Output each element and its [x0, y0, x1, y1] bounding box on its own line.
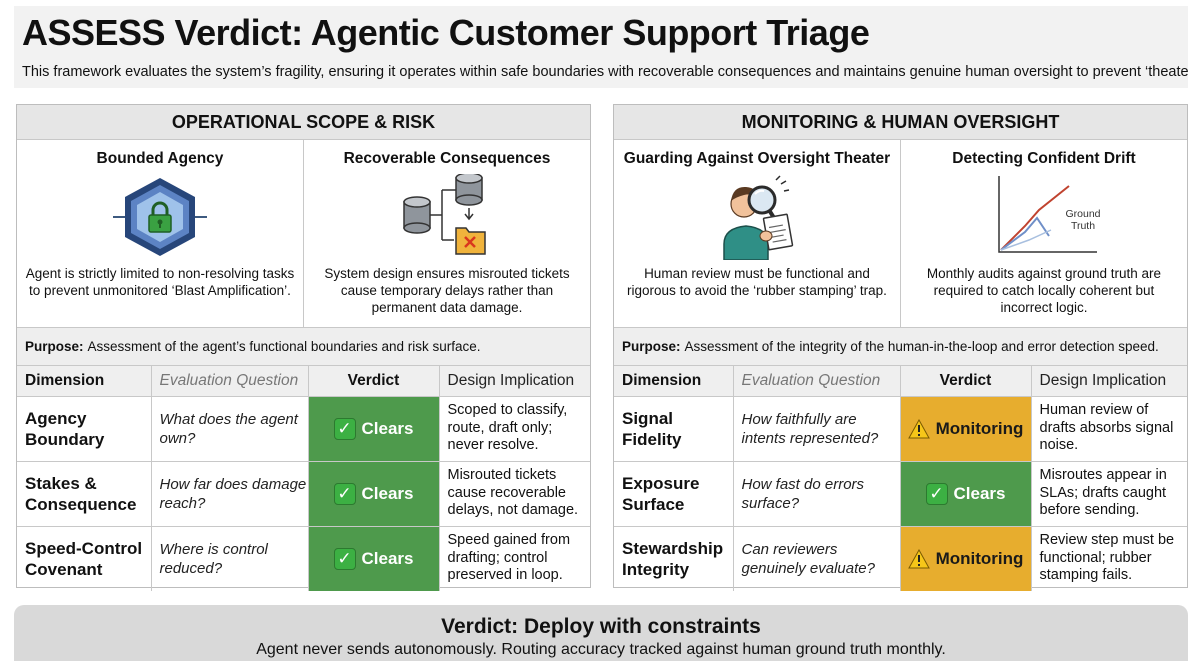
implication-cell: Human review of drafts absorbs signal no…: [1031, 396, 1187, 462]
dimension-cell: Stewardship Integrity: [614, 526, 734, 591]
database-routing-icon: [403, 174, 486, 255]
table-row: Exposure Surface How fast do errors surf…: [614, 461, 1187, 527]
card-recoverable-consequences: Recoverable Consequences System design e…: [303, 140, 590, 327]
question-cell: What does the agent own?: [151, 396, 309, 462]
table-header-row: Dimension Evaluation Question Verdict De…: [17, 366, 590, 397]
drift-chart-icon: [998, 176, 1097, 253]
card-title: Detecting Confident Drift: [952, 150, 1136, 167]
table-row: Signal Fidelity How faithfully are inten…: [614, 396, 1187, 462]
verdict-label: Clears: [361, 483, 414, 503]
dimension-cell: Stakes & Consequence: [17, 461, 152, 527]
card-description: Human review must be functional and rigo…: [627, 266, 887, 298]
table-row: Stakes & Consequence How far does damage…: [17, 461, 590, 527]
page-header: ASSESS Verdict: Agentic Customer Support…: [14, 6, 1188, 88]
table-row: Agency Boundary What does the agent own?…: [17, 396, 590, 462]
verdict-badge-clears: ✓ Clears: [900, 461, 1031, 526]
verdict-cell: Monitoring: [900, 396, 1032, 462]
verdict-label: Clears: [361, 548, 414, 568]
implication-cell: Misroutes appear in SLAs; drafts caught …: [1031, 461, 1187, 527]
warning-icon: [907, 548, 930, 568]
column-header-verdict: Verdict: [308, 366, 440, 397]
verdict-cell: ✓ Clears: [308, 396, 440, 462]
verdict-cell: ✓ Clears: [900, 461, 1032, 527]
panel-title: OPERATIONAL SCOPE & RISK: [17, 105, 590, 140]
footer-text: Agent never sends autonomously. Routing …: [256, 641, 946, 658]
dimension-cell: Exposure Surface: [614, 461, 734, 527]
check-icon: ✓: [333, 547, 356, 570]
check-icon: ✓: [333, 482, 356, 505]
verdict-cell: ✓ Clears: [308, 526, 440, 591]
magnifier-reviewer-icon: [723, 175, 794, 260]
purpose-note: Purpose: Assessment of the agent’s funct…: [17, 328, 590, 366]
verdict-label: Clears: [953, 483, 1006, 503]
ground-truth-label: Ground Truth: [1065, 208, 1101, 232]
card-title: Bounded Agency: [96, 150, 224, 167]
assessment-table: Dimension Evaluation Question Verdict De…: [17, 366, 590, 591]
verdict-label: Monitoring: [935, 548, 1024, 568]
verdict-badge-monitoring: Monitoring: [900, 396, 1031, 461]
verdict-cell: ✓ Clears: [308, 461, 440, 527]
implication-cell: Review step must be functional; rubber s…: [1039, 532, 1175, 584]
verdict-badge-clears: ✓ Clears: [308, 461, 439, 526]
check-icon: ✓: [925, 482, 948, 505]
verdict-badge-monitoring: Monitoring: [900, 526, 1031, 591]
question-cell: Where is control reduced?: [151, 526, 309, 591]
concept-cards: Guarding Against Oversight Theater Human…: [614, 140, 1187, 328]
card-description: Agent is strictly limited to non-resolvi…: [25, 266, 295, 298]
dimension-cell: Agency Boundary: [17, 396, 152, 462]
panel-title: MONITORING & HUMAN OVERSIGHT: [614, 105, 1187, 140]
column-header-dimension: Dimension: [614, 366, 734, 397]
verdict-label: Monitoring: [935, 418, 1024, 438]
verdict-badge-clears: ✓ Clears: [308, 526, 439, 591]
purpose-note: Purpose: Assessment of the integrity of …: [614, 328, 1187, 366]
column-header-implication: Design Implication: [439, 366, 590, 397]
column-header-question: Evaluation Question: [151, 366, 309, 397]
column-header-dimension: Dimension: [17, 366, 152, 397]
footer-title: Verdict: Deploy with constraints: [441, 615, 761, 638]
table-row: Stewardship Integrity Can reviewers genu…: [614, 526, 1187, 591]
purpose-label: Purpose:: [622, 339, 681, 354]
question-cell: How far does damage reach?: [151, 461, 309, 527]
page-subtitle: This framework evaluates the system’s fr…: [22, 64, 1188, 80]
purpose-text: Assessment of the agent’s functional bou…: [87, 339, 481, 354]
card-oversight-theater: Guarding Against Oversight Theater Human…: [614, 140, 900, 327]
card-title: Recoverable Consequences: [343, 150, 551, 167]
implication-cell: Misrouted tickets cause recoverable dela…: [439, 461, 590, 527]
verdict-cell: Monitoring: [900, 526, 1032, 591]
column-header-question: Evaluation Question: [733, 366, 901, 397]
column-header-implication: Design Implication: [1031, 366, 1187, 397]
verdict-badge-clears: ✓ Clears: [308, 396, 439, 461]
operational-scope-panel: OPERATIONAL SCOPE & RISK Bounded Agency …: [16, 104, 591, 591]
verdict-label: Clears: [361, 418, 414, 438]
question-cell: Can reviewers genuinely evaluate?: [733, 526, 901, 591]
monitoring-oversight-panel: MONITORING & HUMAN OVERSIGHT Guarding Ag…: [613, 104, 1188, 591]
question-cell: How faithfully are intents represented?: [733, 396, 901, 462]
concept-cards: Bounded Agency Agent is strictly limited…: [17, 140, 590, 328]
dimension-cell: Speed-Control Covenant: [17, 526, 152, 591]
card-description: Monthly audits against ground truth are …: [926, 266, 1162, 315]
verdict-footer: Verdict: Deploy with constraints Agent n…: [14, 605, 1188, 661]
implication-cell: Speed gained from drafting; control pres…: [447, 532, 571, 584]
question-cell: How fast do errors surface?: [733, 461, 901, 527]
card-bounded-agency: Bounded Agency Agent is strictly limited…: [17, 140, 303, 327]
purpose-text: Assessment of the integrity of the human…: [684, 339, 1159, 354]
card-title: Guarding Against Oversight Theater: [623, 150, 891, 167]
dimension-cell: Signal Fidelity: [614, 396, 734, 462]
hexagon-lock-icon: [113, 178, 207, 256]
table-row: Speed-Control Covenant Where is control …: [17, 526, 590, 591]
page-title: ASSESS Verdict: Agentic Customer Support…: [22, 12, 870, 53]
table-header-row: Dimension Evaluation Question Verdict De…: [614, 366, 1187, 397]
card-description: System design ensures misrouted tickets …: [324, 266, 570, 315]
column-header-verdict: Verdict: [900, 366, 1032, 397]
purpose-label: Purpose:: [25, 339, 84, 354]
implication-cell: Scoped to classify, route, draft only; n…: [439, 396, 590, 462]
check-icon: ✓: [333, 417, 356, 440]
assessment-table: Dimension Evaluation Question Verdict De…: [614, 366, 1187, 591]
card-confident-drift: Detecting Confident Drift Ground Truth M…: [900, 140, 1187, 327]
warning-icon: [907, 418, 930, 438]
